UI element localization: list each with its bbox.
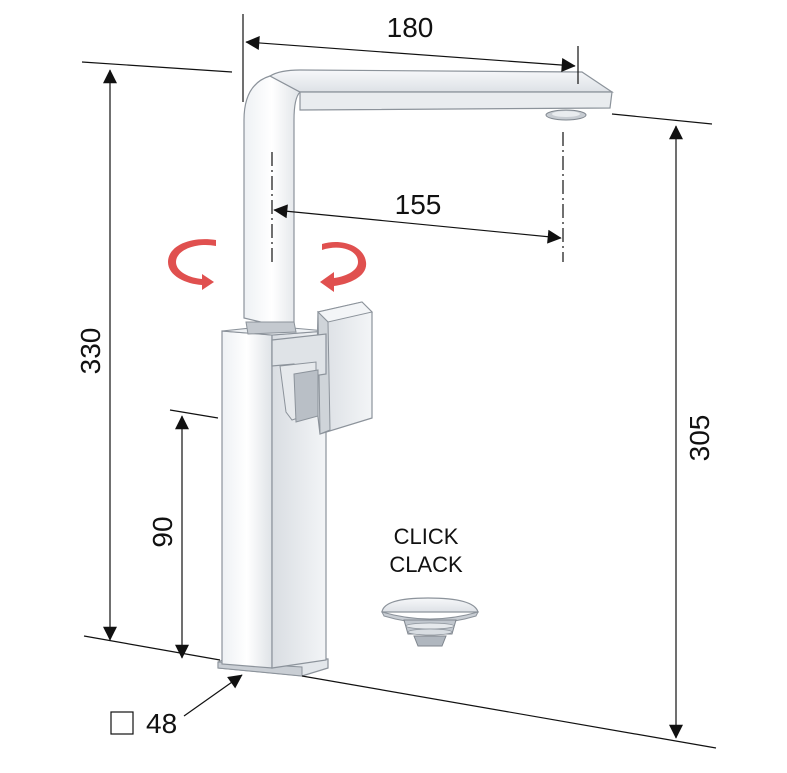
dim-leader-48 bbox=[183, 674, 243, 717]
clack-label: CLACK bbox=[389, 552, 463, 577]
dimension-lines bbox=[81, 14, 717, 749]
click-label: CLICK bbox=[394, 524, 459, 549]
dim-label-155: 155 bbox=[395, 189, 442, 220]
dim-label-48: 48 bbox=[146, 708, 177, 739]
dim-line-180 bbox=[245, 35, 576, 73]
waste-cap bbox=[381, 597, 479, 613]
dim-label-305: 305 bbox=[684, 415, 715, 462]
rotation-arrows-icon bbox=[168, 239, 367, 292]
spout-arm bbox=[268, 69, 614, 93]
click-clack-waste bbox=[381, 597, 479, 647]
dim-label-330: 330 bbox=[75, 328, 106, 375]
faucet bbox=[217, 69, 614, 677]
body-column-front bbox=[221, 330, 273, 669]
dim-label-180: 180 bbox=[387, 12, 434, 43]
square-outline-icon bbox=[110, 711, 134, 735]
dim-line-155 bbox=[273, 204, 562, 244]
dim-label-90: 90 bbox=[147, 516, 178, 547]
